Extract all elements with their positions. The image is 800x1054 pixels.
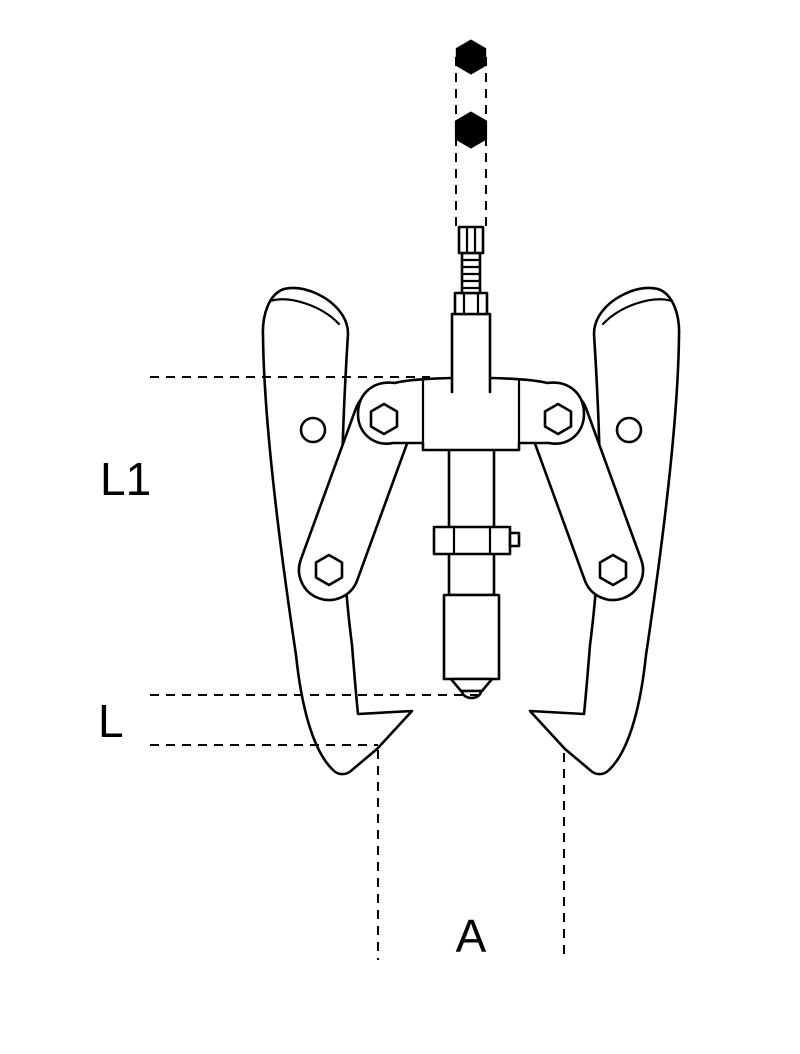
lower-cylinder — [442, 593, 501, 681]
label-l1: L1 — [100, 453, 151, 505]
spindle-top-nut — [457, 225, 485, 255]
label-a: A — [456, 910, 487, 962]
label-l: L — [98, 695, 124, 747]
forcing-screw-body — [447, 438, 496, 597]
spindle-tip-cone — [449, 677, 494, 693]
lock-nut-pin — [508, 531, 521, 548]
threaded-rod — [460, 251, 482, 295]
pivot-bolt-top-left — [369, 402, 399, 436]
yoke-outline — [356, 376, 586, 452]
spindle-shaft — [450, 312, 492, 394]
hex-drive-lower-icon — [454, 111, 488, 149]
hex-drive-top-icon — [455, 39, 487, 75]
pivot-bolt-top-right — [543, 402, 573, 436]
left-leg-hole — [299, 416, 327, 444]
spindle-hex-collar — [453, 291, 489, 316]
lock-nut — [432, 525, 521, 556]
pivot-bolt-bottom-right — [598, 553, 628, 587]
pivot-bolt-bottom-left — [314, 553, 344, 587]
right-leg-hole — [615, 416, 643, 444]
yoke — [356, 376, 586, 452]
